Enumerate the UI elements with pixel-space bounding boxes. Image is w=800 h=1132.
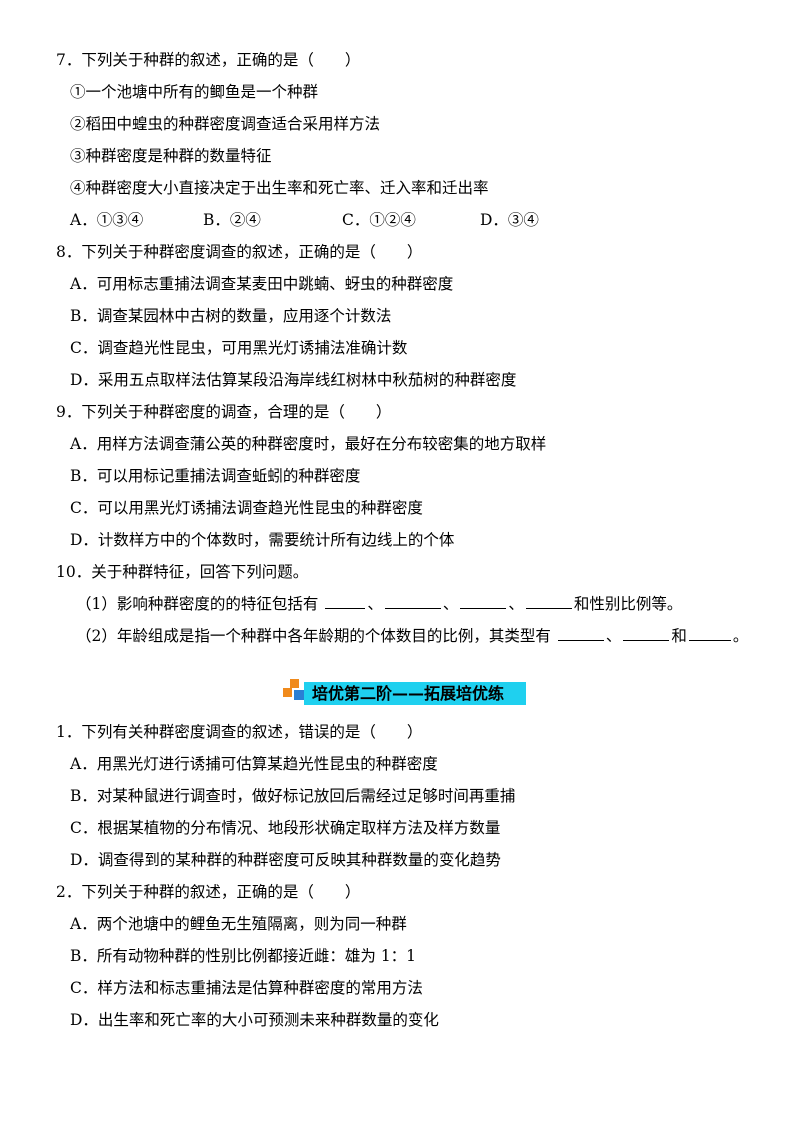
s1-option-a: A．用黑光灯进行诱捕可估算某趋光性昆虫的种群密度 bbox=[70, 755, 438, 773]
q10-part-1: （1）影响种群密度的的特征包括有 、 、 、 和性别比例等。 bbox=[76, 594, 682, 614]
q10-part-2: （2）年龄组成是指一个种群中各年龄期的个体数目的比例，其类型有 、 和 。 bbox=[76, 626, 748, 646]
q9-option-a: A．用样方法调查蒲公英的种群密度时，最好在分布较密集的地方取样 bbox=[70, 435, 547, 453]
q9-option-d: D．计数样方中的个体数时，需要统计所有边线上的个体 bbox=[70, 531, 455, 549]
section-header: 培优第二阶——拓展培优练 bbox=[282, 678, 542, 708]
q8-stem: 8．下列关于种群密度调查的叙述，正确的是（ ） bbox=[56, 243, 423, 261]
section-title: 培优第二阶——拓展培优练 bbox=[312, 684, 505, 703]
q7-option-a: A．①③④ bbox=[70, 211, 144, 229]
section-logo-icon bbox=[283, 679, 304, 700]
q7-item-4: ④种群密度大小直接决定于出生率和死亡率、迁入率和迁出率 bbox=[70, 179, 489, 197]
q7-item-2: ②稻田中蝗虫的种群密度调查适合采用样方法 bbox=[70, 115, 381, 133]
q7-item-1: ①一个池塘中所有的鲫鱼是一个种群 bbox=[70, 83, 319, 101]
q8-option-d: D．采用五点取样法估算某段沿海岸线红树林中秋茄树的种群密度 bbox=[70, 371, 517, 389]
q10-p2-end: 。 bbox=[732, 627, 749, 645]
s2-option-d: D．出生率和死亡率的大小可预测未来种群数量的变化 bbox=[70, 1011, 439, 1029]
q10-p1-blank-3[interactable] bbox=[460, 594, 507, 609]
q10-p2-blank-2[interactable] bbox=[623, 626, 670, 641]
s1-option-c: C．根据某植物的分布情况、地段形状确定取样方法及样方数量 bbox=[70, 819, 501, 837]
s2-stem: 2．下列关于种群的叙述，正确的是（ ） bbox=[56, 883, 361, 901]
q7-stem: 7．下列关于种群的叙述，正确的是（ ） bbox=[56, 51, 361, 69]
q10-p2-sep: 、 bbox=[605, 627, 622, 645]
q7-option-d: D．③④ bbox=[480, 211, 539, 229]
s1-option-b: B．对某种鼠进行调查时，做好标记放回后需经过足够时间再重捕 bbox=[70, 787, 516, 805]
q10-p1-blank-1[interactable] bbox=[325, 594, 366, 609]
q10-p1-prefix: （1）影响种群密度的的特征包括有 bbox=[76, 595, 319, 613]
q10-p2-and: 和 bbox=[671, 627, 687, 645]
section-highlight-band bbox=[304, 682, 526, 705]
q10-stem: 10．关于种群特征，回答下列问题。 bbox=[56, 563, 309, 581]
q7-option-b: B．②④ bbox=[203, 211, 261, 229]
s2-option-a: A．两个池塘中的鲤鱼无生殖隔离，则为同一种群 bbox=[70, 915, 407, 933]
s2-option-c: C．样方法和标志重捕法是估算种群密度的常用方法 bbox=[70, 979, 423, 997]
q10-p2-prefix: （2）年龄组成是指一个种群中各年龄期的个体数目的比例，其类型有 bbox=[76, 627, 551, 645]
q10-p1-suffix: 和性别比例等。 bbox=[573, 595, 683, 613]
q9-option-c: C．可以用黑光灯诱捕法调查趋光性昆虫的种群密度 bbox=[70, 499, 423, 517]
q10-p2-blank-3[interactable] bbox=[688, 626, 731, 641]
q10-p1-sep-1: 、 bbox=[367, 595, 383, 613]
q8-option-a: A．可用标志重捕法调查某麦田中跳蝻、蚜虫的种群密度 bbox=[70, 275, 454, 293]
q7-option-c: C．①②④ bbox=[342, 211, 416, 229]
q7-item-3: ③种群密度是种群的数量特征 bbox=[70, 147, 272, 165]
s2-option-b: B．所有动物种群的性别比例都接近雌：雄为 1：1 bbox=[70, 947, 417, 965]
s1-stem: 1．下列有关种群密度调查的叙述，错误的是（ ） bbox=[56, 723, 423, 741]
q10-p1-blank-4[interactable] bbox=[525, 594, 572, 609]
q10-p2-blank-1[interactable] bbox=[557, 626, 604, 641]
q9-stem: 9．下列关于种群密度的调查，合理的是（ ） bbox=[56, 403, 392, 421]
s1-option-d: D．调查得到的某种群的种群密度可反映其种群数量的变化趋势 bbox=[70, 851, 501, 869]
q8-option-c: C．调查趋光性昆虫，可用黑光灯诱捕法准确计数 bbox=[70, 339, 408, 357]
q9-option-b: B．可以用标记重捕法调查蚯蚓的种群密度 bbox=[70, 467, 361, 485]
q10-p1-blank-2[interactable] bbox=[384, 594, 441, 609]
q10-p1-sep-2: 、 bbox=[442, 595, 459, 613]
q10-p1-sep-3: 、 bbox=[508, 595, 524, 613]
q8-option-b: B．调查某园林中古树的数量，应用逐个计数法 bbox=[70, 307, 392, 325]
